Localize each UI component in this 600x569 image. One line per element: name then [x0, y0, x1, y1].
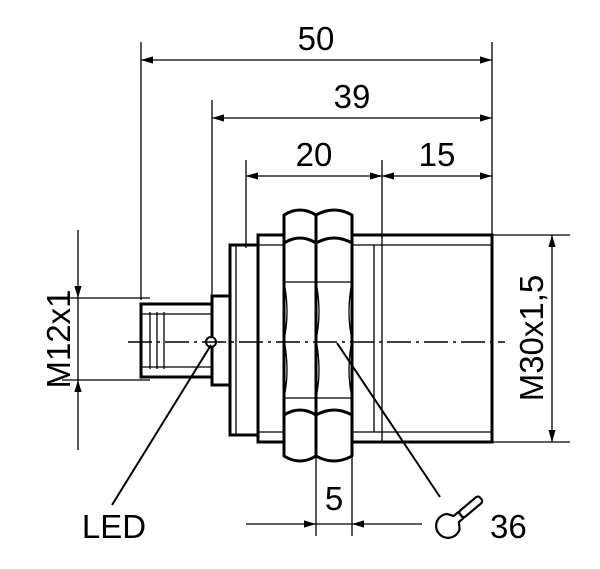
- dim-overall-length: 50: [298, 20, 335, 57]
- dimension-lines: [74, 56, 556, 528]
- dim-body-thread: M30x1,5: [513, 275, 550, 402]
- wrench-size: 36: [490, 508, 527, 545]
- sensor-body: [128, 208, 505, 463]
- leader-lines: [111, 342, 441, 506]
- dim-nut-thickness: 5: [325, 480, 343, 517]
- dim-front-length: 15: [419, 136, 456, 173]
- dim-connector-thread: M12x1: [40, 289, 77, 388]
- wrench-icon: [435, 495, 484, 539]
- dim-housing-length: 20: [296, 136, 333, 173]
- led-label: LED: [82, 508, 146, 545]
- dim-thread-length: 39: [334, 78, 371, 115]
